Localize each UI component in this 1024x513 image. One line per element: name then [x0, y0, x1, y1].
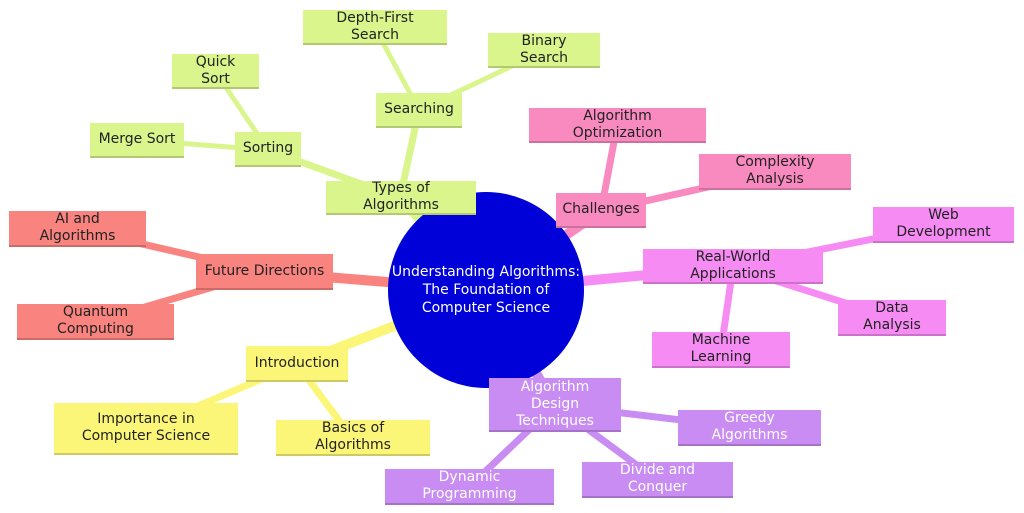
node-searching: Searching: [376, 93, 462, 128]
node-web-development: Web Development: [873, 207, 1014, 243]
node-algorithm-optimization: Algorithm Optimization: [529, 108, 706, 143]
node-introduction: Introduction: [246, 346, 348, 382]
node-basics-of-algorithms: Basics of Algorithms: [276, 420, 430, 456]
node-greedy-algorithms: Greedy Algorithms: [678, 410, 821, 446]
node-binary-search: Binary Search: [488, 33, 600, 68]
node-ai-and-algorithms: AI and Algorithms: [9, 211, 146, 247]
node-dynamic-programming: Dynamic Programming: [385, 469, 554, 505]
node-merge-sort: Merge Sort: [90, 123, 184, 158]
node-complexity-analysis: Complexity Analysis: [699, 154, 851, 190]
node-types-of-algorithms: Types of Algorithms: [326, 180, 476, 215]
node-sorting: Sorting: [235, 132, 301, 167]
node-quick-sort: Quick Sort: [172, 54, 259, 89]
node-real-world-applications: Real-World Applications: [643, 249, 823, 284]
node-divide-and-conquer: Divide and Conquer: [582, 462, 733, 498]
node-importance-in-computer-science: Importance in Computer Science: [54, 403, 238, 455]
node-quantum-computing: Quantum Computing: [17, 304, 174, 340]
node-future-directions: Future Directions: [196, 254, 333, 290]
node-data-analysis: Data Analysis: [838, 300, 946, 336]
node-depth-first-search: Depth-First Search: [303, 10, 447, 45]
node-algorithm-design-techniques: Algorithm Design Techniques: [489, 378, 621, 432]
root-node: Understanding Algorithms: The Foundation…: [388, 192, 584, 388]
node-machine-learning: Machine Learning: [652, 332, 790, 368]
node-challenges: Challenges: [556, 193, 646, 228]
